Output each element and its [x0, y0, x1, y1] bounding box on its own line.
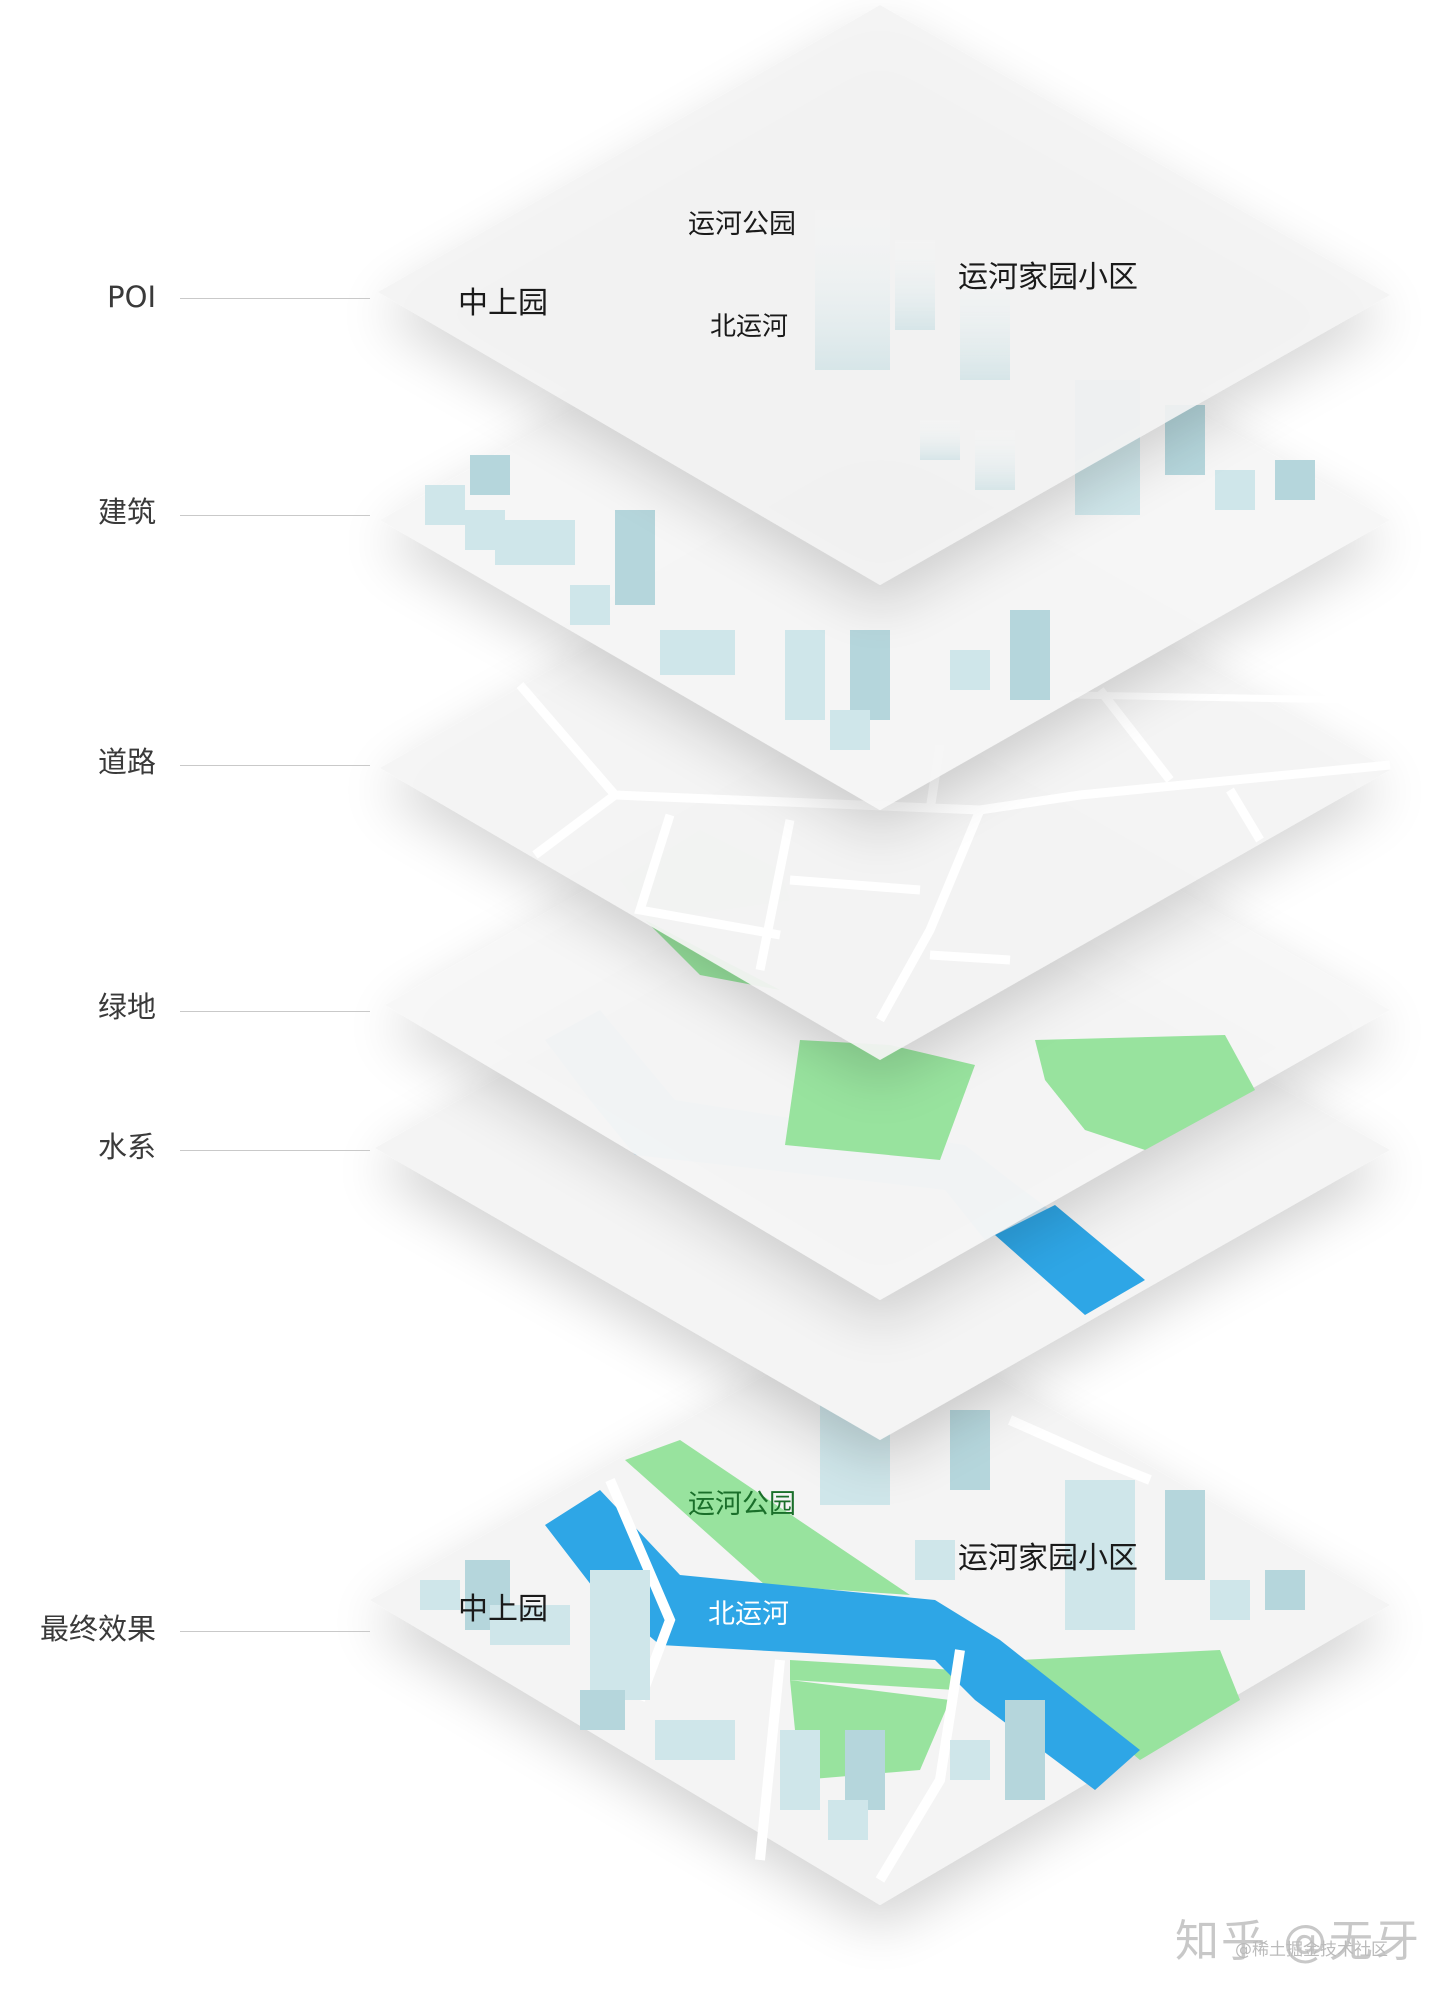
leader-line-poi [180, 298, 370, 299]
final-label-beiyunhe: 北运河 [708, 1599, 789, 1630]
layer-label-building: 建筑 [0, 498, 156, 527]
poi-label-zhongshangyuan: 中上园 [458, 286, 548, 321]
layer-label-green: 绿地 [0, 993, 156, 1022]
watermark-sub: @稀土掘金技术社区 [1235, 1935, 1388, 1960]
layer-label-road: 道路 [0, 748, 156, 777]
leader-line-final [180, 1631, 370, 1632]
layer-label-final: 最终效果 [0, 1615, 156, 1644]
final-label-residence: 运河家园小区 [958, 1541, 1138, 1576]
leader-line-building [180, 515, 370, 516]
leader-line-water [180, 1150, 370, 1151]
final-label-park: 运河公园 [688, 1489, 796, 1520]
road-line-11 [930, 955, 1010, 960]
layer-label-water: 水系 [0, 1133, 156, 1162]
poi-label-residence: 运河家园小区 [958, 260, 1138, 295]
leader-line-road [180, 765, 370, 766]
poi-label-park: 运河公园 [688, 209, 796, 240]
road-line-8 [1070, 695, 1360, 700]
leader-line-green [180, 1011, 370, 1012]
layer-label-poi: POI [0, 283, 156, 312]
final-label-zhongshangyuan: 中上园 [458, 1592, 548, 1627]
poi-label-beiyunhe: 北运河 [710, 312, 788, 342]
